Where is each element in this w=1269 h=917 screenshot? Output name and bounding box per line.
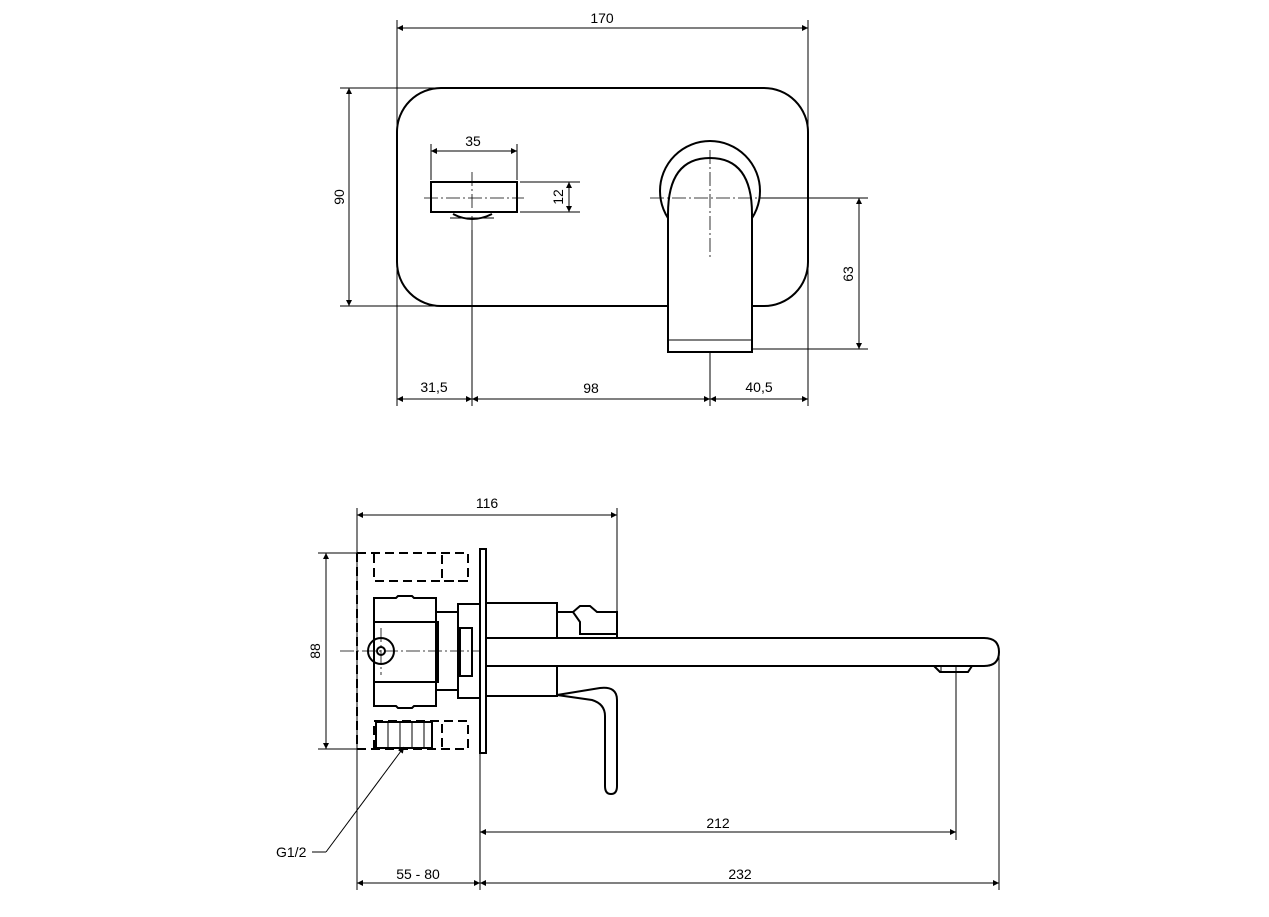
- side-view: G1/2 116 88 212 55 - 80 232: [276, 495, 1001, 890]
- dim-spout-reach: 212: [706, 815, 730, 831]
- dim-left-offset: 31,5: [420, 379, 447, 395]
- installation-box: [356, 552, 469, 750]
- valve-body: [340, 595, 520, 749]
- dim-center-distance: 98: [583, 380, 599, 396]
- front-view: 170 90 35 12 63 31,5 98 40,5: [331, 10, 868, 406]
- mixer-body-side: [485, 602, 618, 796]
- dim-body-depth: 116: [476, 495, 499, 511]
- lever-handle-front: [424, 172, 524, 230]
- dim-height-total: 90: [331, 189, 347, 205]
- dim-right-offset: 40,5: [745, 379, 772, 395]
- dim-spout-drop: 63: [840, 266, 856, 282]
- dim-handle-width: 35: [465, 133, 481, 149]
- label-connection: G1/2: [276, 844, 307, 860]
- dim-width-total: 170: [590, 10, 614, 26]
- connection-leader: G1/2: [276, 746, 405, 860]
- dim-handle-height: 12: [550, 189, 566, 205]
- dim-wall-depth: 55 - 80: [396, 866, 440, 882]
- dim-total-projection: 232: [728, 866, 752, 882]
- spout-front: [650, 140, 770, 353]
- dim-body-height: 88: [307, 643, 323, 659]
- spout-side: [485, 637, 1001, 673]
